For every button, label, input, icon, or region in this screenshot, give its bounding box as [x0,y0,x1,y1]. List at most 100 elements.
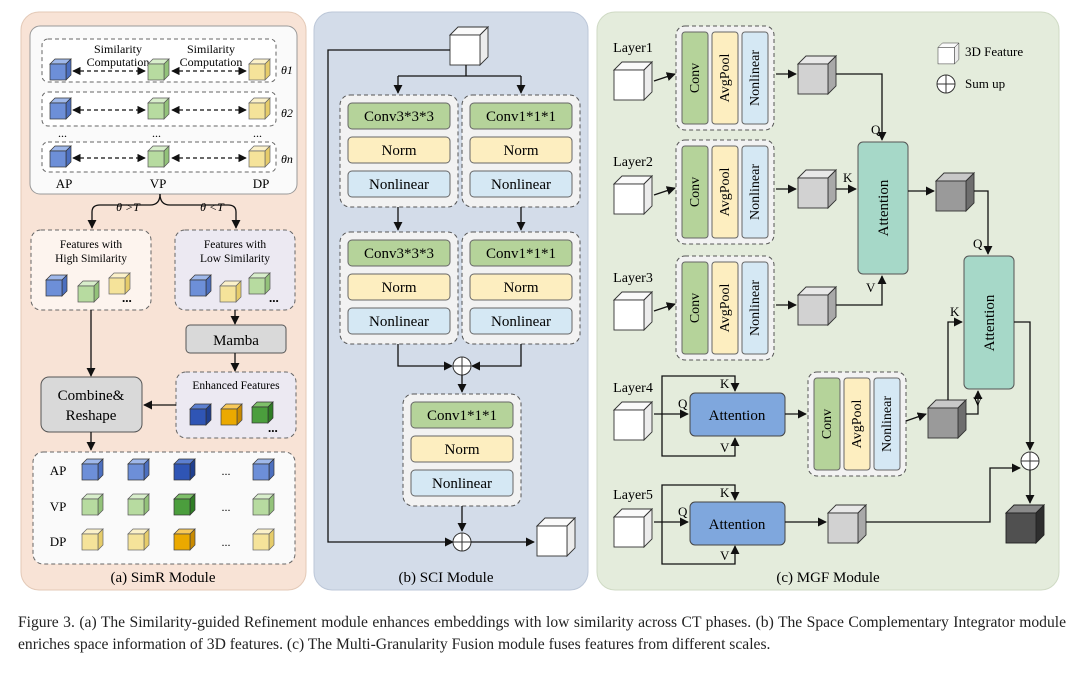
dp-cube-icon [81,528,104,551]
theta-2-label: θ2 [281,106,293,120]
svg-text:Norm: Norm [382,143,417,159]
row-vp-label: VP [50,499,67,514]
ap-enhanced-cube-icon [173,458,196,481]
panel-a-simr: Similarity Computation Similarity Comput… [20,11,307,591]
svg-text:Nonlinear: Nonlinear [748,280,763,336]
svg-text:Norm: Norm [445,442,480,458]
svg-text:Conv3*3*3: Conv3*3*3 [364,246,434,262]
svg-text:AvgPool: AvgPool [718,54,733,103]
ap-cube-icon [49,145,72,168]
ellipsis: ... [222,464,231,478]
layer4-output-cube-icon [927,399,967,439]
ap-cube-icon [45,274,68,297]
legend-sum-up-label: Sum up [965,76,1005,91]
row-ap-label: AP [50,463,67,478]
svg-text:Conv1*1*1: Conv1*1*1 [486,246,556,262]
svg-text:Nonlinear: Nonlinear [880,396,895,452]
q-label: Q [871,122,881,137]
legend-3d-feature-icon [937,42,960,65]
svg-text:Nonlinear: Nonlinear [491,314,551,330]
svg-text:Conv: Conv [688,177,703,207]
attention-block-layer5 [689,501,786,546]
ap-cube-icon [49,97,72,120]
layer3-label: Layer3 [613,271,653,286]
ap-cube-icon [189,274,212,297]
vp-cube-icon [252,493,275,516]
attention-block-1 [857,141,909,275]
dp-enhanced-cube-icon [220,403,243,426]
svg-text:Conv: Conv [688,63,703,93]
layer2-label: Layer2 [613,155,653,170]
svg-text:Norm: Norm [504,143,539,159]
similarity-label-1: Similarity [94,42,142,56]
high-similarity-label-1: Features with [60,239,123,251]
input-feature-cube-icon [449,26,489,66]
layer5-label: Layer5 [613,488,653,503]
q-label: Q [678,504,688,519]
k-label: K [720,376,730,391]
svg-text:AvgPool: AvgPool [718,284,733,333]
svg-text:Conv1*1*1: Conv1*1*1 [486,109,556,125]
layer2-conv-block: Conv AvgPool Nonlinear [675,139,775,245]
dp-cube-icon [219,280,242,303]
svg-text:Conv: Conv [820,409,835,439]
layer5-feature-cube-icon [613,508,653,548]
more-ellipsis: ... [269,290,279,305]
legend-sum-up-icon [936,74,956,94]
layer1-label: Layer1 [613,41,653,56]
v-label: V [866,280,876,295]
final-output-cube-icon [1005,504,1045,544]
ellipsis: ... [222,535,231,549]
figure-3-diagram: Similarity Computation Similarity Comput… [20,11,1060,591]
sci-conv333-block-1: Conv3*3*3 Norm Nonlinear [339,94,459,208]
layer2-output-cube-icon [797,169,837,209]
k-label: K [720,485,730,500]
dp-enhanced-cube-icon [173,528,196,551]
svg-text:AvgPool: AvgPool [718,168,733,217]
v-label: V [720,440,730,455]
svg-text:Nonlinear: Nonlinear [491,177,551,193]
svg-text:Conv: Conv [688,293,703,323]
ap-cube-icon [127,458,150,481]
vp-cube-icon [81,493,104,516]
computation-label-2: Computation [180,55,243,69]
ellipsis: ... [253,126,262,140]
sum-up-icon [1020,451,1040,471]
vp-cube-icon [147,58,170,81]
ellipsis: ... [222,500,231,514]
layer1-output-cube-icon [797,55,837,95]
phase-vp-label: VP [150,176,167,191]
vp-enhanced-cube-icon [173,493,196,516]
layer2-feature-cube-icon [613,175,653,215]
sum-up-icon [452,356,472,376]
more-ellipsis: ... [268,420,278,435]
computation-label-1: Computation [87,55,150,69]
vp-cube-icon [248,272,271,295]
vp-cube-icon [147,97,170,120]
svg-text:Conv3*3*3: Conv3*3*3 [364,109,434,125]
attention-label: Attention [709,517,766,533]
dp-cube-icon [248,58,271,81]
figure-caption: Figure 3. (a) The Similarity-guided Refi… [18,614,1066,653]
vp-cube-icon [77,280,100,303]
more-ellipsis: ... [122,290,132,305]
k-label: K [950,304,960,319]
dp-cube-icon [248,97,271,120]
vp-cube-icon [147,145,170,168]
sci-conv111-block-3: Conv1*1*1 Norm Nonlinear [402,393,522,507]
ap-cube-icon [81,458,104,481]
sci-conv111-block-1: Conv1*1*1 Norm Nonlinear [461,94,581,208]
legend-3d-feature-label: 3D Feature [965,44,1023,59]
sci-conv333-block-2: Conv3*3*3 Norm Nonlinear [339,231,459,345]
row-dp-label: DP [50,534,67,549]
attention-label: Attention [982,294,998,351]
q-label: Q [973,236,983,251]
theta-n-label: θn [281,152,293,166]
q-label: Q [678,396,688,411]
layer1-conv-block: Conv AvgPool Nonlinear [675,25,775,131]
k-label: K [843,170,853,185]
svg-text:Nonlinear: Nonlinear [748,164,763,220]
layer4-feature-cube-icon [613,401,653,441]
sum-up-icon [452,532,472,552]
reshape-label: Reshape [66,408,117,424]
